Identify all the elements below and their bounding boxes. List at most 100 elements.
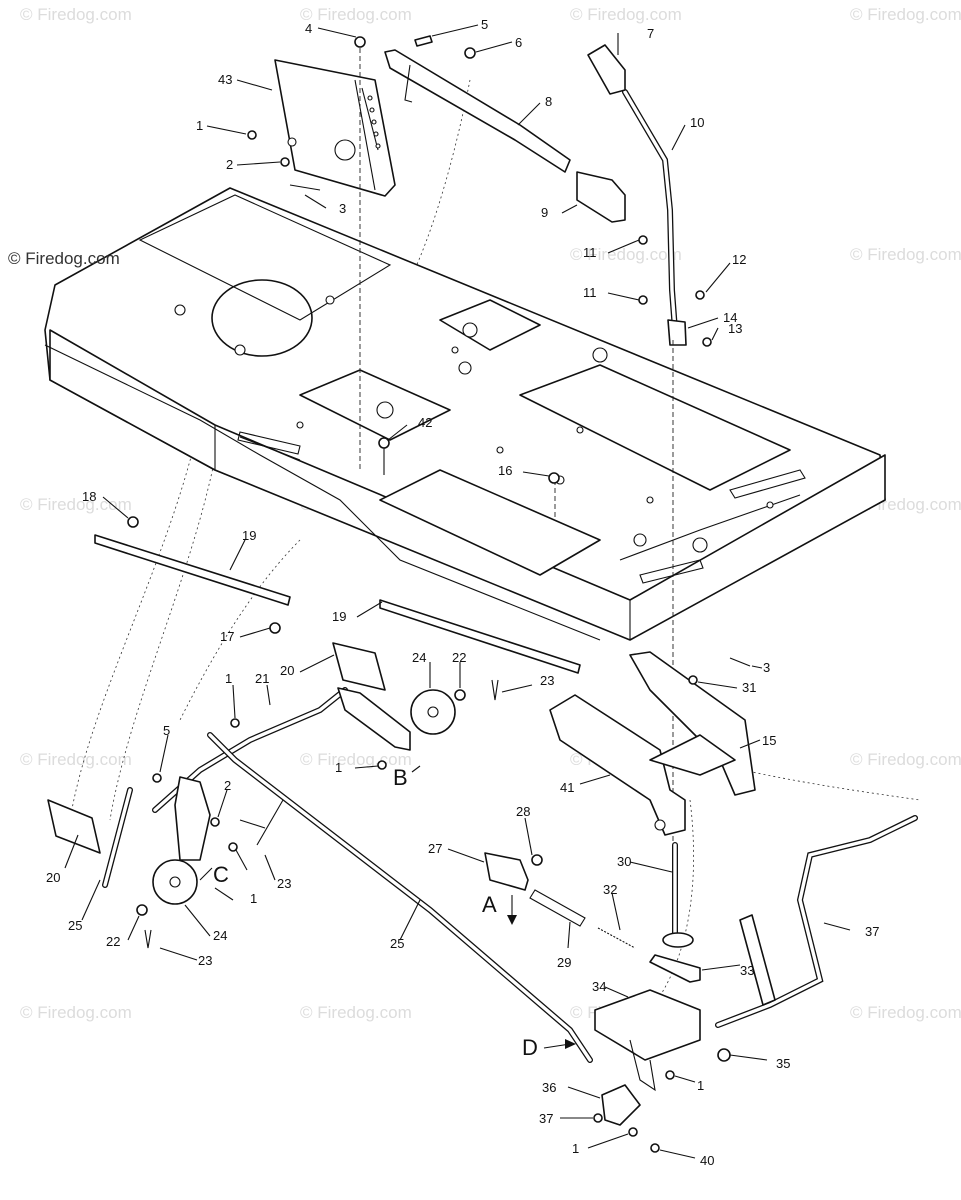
leader-lines [64, 24, 851, 1159]
callout-6: 6 [515, 35, 522, 50]
watermark: © Firedog.com [20, 750, 132, 769]
plate-20 [47, 799, 101, 854]
callout-39: 37 [539, 1111, 553, 1126]
callout-12: 12 [732, 252, 746, 267]
drive-rod-36 [715, 815, 918, 1028]
callout-11: 11 [583, 245, 597, 260]
callout-16: 16 [498, 463, 512, 478]
lift-lever-10 [587, 44, 687, 346]
watermark-corner: © Firedog.com [8, 249, 120, 268]
frame-cutout [379, 469, 601, 576]
watermark: © Firedog.com [850, 1003, 961, 1022]
callout-41: 41 [560, 780, 574, 795]
callout-1: 1 [335, 760, 342, 775]
small-parts-lower [136, 657, 751, 949]
callout-24: 24 [412, 650, 426, 665]
watermark: © Firedog.com [20, 1003, 132, 1022]
watermark: © Firedog.com [300, 1003, 412, 1022]
pivot-bracket-41 [549, 694, 686, 836]
seat-bracket-43 [274, 59, 396, 197]
support-bracket-15 [629, 651, 756, 796]
callout-29: 28 [516, 804, 530, 819]
callout-5: 5 [481, 17, 488, 32]
main-frame [44, 187, 886, 641]
gauge-wheel-24 [410, 689, 456, 735]
callout-labels: 4 5 6 7 43 8 10 1 2 3 9 11 12 11 14 13 4… [46, 17, 879, 1168]
callout-9: 9 [541, 205, 548, 220]
lever-pivot-14 [667, 319, 687, 346]
callout-1: 1 [572, 1141, 579, 1156]
callout-8: 8 [545, 94, 552, 109]
callout-32: 30 [617, 854, 631, 869]
callout-22: 22 [106, 934, 120, 949]
callout-42: 42 [418, 415, 432, 430]
brace-bar-19 [94, 534, 291, 606]
callout-25: 25 [68, 918, 82, 933]
adjuster-block-28 [484, 852, 529, 891]
callout-5: 5 [163, 723, 170, 738]
lift-rod-27 [207, 732, 593, 1063]
hardware [127, 35, 712, 634]
callout-1: 1 [225, 671, 232, 686]
callout-31: 31 [742, 680, 756, 695]
watermark: © Firedog.com [570, 245, 682, 264]
watermark: © Firedog.com [300, 5, 412, 24]
callout-21: 21 [255, 671, 269, 686]
callout-34: 33 [740, 963, 754, 978]
callout-3: 3 [763, 660, 770, 675]
callout-19: 19 [332, 609, 346, 624]
callout-20: 20 [46, 870, 60, 885]
adjuster-bolt-30 [529, 889, 586, 927]
callout-2: 2 [226, 157, 233, 172]
watermark: © Firedog.com [850, 750, 961, 769]
lever-knob-7 [587, 44, 626, 95]
callout-1: 1 [196, 118, 203, 133]
watermark: © Firedog.com [570, 5, 682, 24]
callout-15: 15 [762, 733, 776, 748]
callout-36: 37 [865, 924, 879, 939]
brace-bar-19 [379, 599, 581, 674]
callout-22: 22 [452, 650, 466, 665]
watermark: © Firedog.com [850, 5, 961, 24]
spring-33 [597, 927, 636, 949]
seat-rail-8 [384, 49, 571, 173]
callout-38: 36 [542, 1080, 556, 1095]
section-letter-b: B [393, 765, 408, 790]
callout-43: 43 [218, 72, 232, 87]
lift-plate-35 [594, 989, 701, 1061]
callout-30: 29 [557, 955, 571, 970]
callout-18: 18 [82, 489, 96, 504]
callout-40: 40 [700, 1153, 714, 1168]
callout-1: 1 [697, 1078, 704, 1093]
gauge-wheel-24 [152, 859, 198, 905]
callout-24: 24 [213, 928, 227, 943]
frame-cutout [519, 364, 791, 491]
section-letters: A B C D [199, 765, 576, 1060]
callout-14: 14 [723, 310, 737, 325]
watermark: © Firedog.com [850, 245, 961, 264]
frame-cutout [439, 299, 541, 351]
callout-17: 17 [220, 629, 234, 644]
lift-shaft-21 [152, 687, 411, 861]
callout-35: 34 [592, 979, 606, 994]
yoke-38 [601, 1084, 641, 1126]
callout-13: 13 [728, 321, 742, 336]
callout-37: 35 [776, 1056, 790, 1071]
section-letter-a: A [482, 892, 497, 917]
watermark: © Firedog.com [20, 5, 132, 24]
callout-20: 20 [280, 663, 294, 678]
callout-23: 23 [540, 673, 554, 688]
handle-grip-9 [576, 171, 626, 223]
section-letter-c: C [213, 862, 229, 887]
callout-4: 4 [305, 21, 312, 36]
callout-3: 3 [339, 201, 346, 216]
callout-23: 23 [277, 876, 291, 891]
callout-7: 7 [647, 26, 654, 41]
plate-20 [332, 642, 386, 691]
callout-10: 10 [690, 115, 704, 130]
section-letter-d: D [522, 1035, 538, 1060]
callout-28: 27 [428, 841, 442, 856]
callout-2: 2 [224, 778, 231, 793]
pulley-opening [211, 279, 313, 357]
